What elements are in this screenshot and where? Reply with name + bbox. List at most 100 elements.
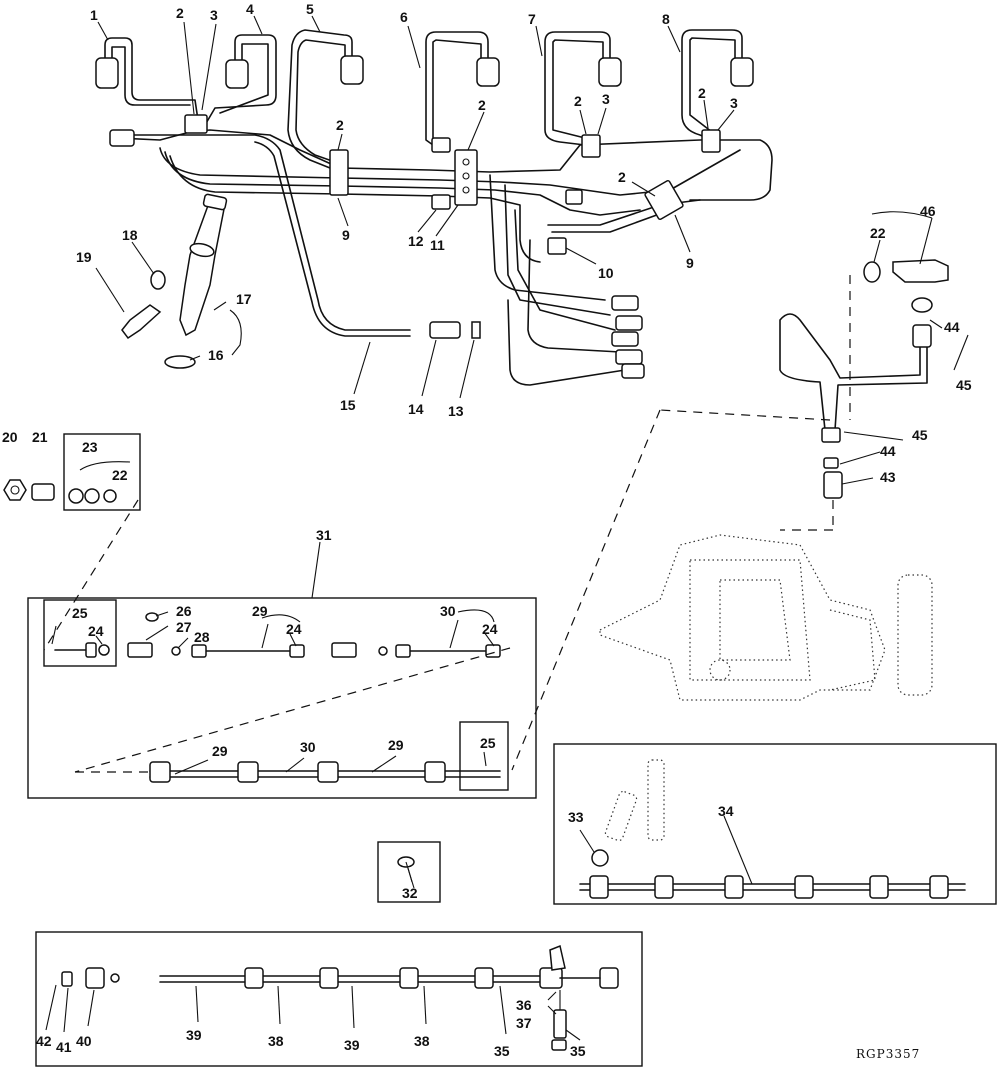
callout-23: 23 bbox=[82, 439, 98, 455]
callout-13: 13 bbox=[448, 403, 464, 419]
fitting-13 bbox=[471, 321, 481, 339]
washer-18 bbox=[150, 270, 166, 290]
callout-33: 33 bbox=[568, 809, 584, 825]
callout-28: 28 bbox=[194, 629, 210, 645]
callout-20: 20 bbox=[2, 429, 18, 445]
part-32-box bbox=[377, 841, 441, 903]
clamp-10 bbox=[547, 237, 567, 255]
part-32-group bbox=[377, 841, 441, 903]
callout-8: 8 bbox=[662, 11, 670, 27]
kit-34-group bbox=[553, 743, 997, 905]
callout-15: 15 bbox=[340, 397, 356, 413]
injection-line-7 bbox=[544, 31, 611, 146]
callout-3: 3 bbox=[602, 91, 610, 107]
callout-24: 24 bbox=[286, 621, 302, 637]
injection-line-8 bbox=[681, 29, 743, 141]
injection-line-15 bbox=[119, 134, 411, 331]
callout-21: 21 bbox=[32, 429, 48, 445]
injection-lines-group bbox=[95, 29, 773, 386]
callout-38: 38 bbox=[414, 1033, 430, 1049]
kit-31-group bbox=[27, 597, 537, 799]
callout-30: 30 bbox=[300, 739, 316, 755]
fuel-line-group bbox=[43, 259, 949, 773]
callout-3: 3 bbox=[730, 95, 738, 111]
callout-2: 2 bbox=[176, 5, 184, 21]
callout-9: 9 bbox=[686, 255, 694, 271]
kit-23-box bbox=[63, 433, 141, 511]
callout-22: 22 bbox=[870, 225, 886, 241]
nut-line-1 bbox=[95, 57, 119, 89]
callout-43: 43 bbox=[880, 469, 896, 485]
clamp-2-b bbox=[329, 149, 349, 196]
nut-line-4 bbox=[225, 59, 249, 89]
injection-line-5 bbox=[287, 29, 353, 171]
callout-2: 2 bbox=[478, 97, 486, 113]
kit-25-box-right bbox=[459, 721, 509, 791]
small-fittings-group bbox=[3, 433, 141, 511]
nut-20 bbox=[3, 479, 27, 501]
injection-pump bbox=[599, 534, 933, 701]
callout-32: 32 bbox=[402, 885, 418, 901]
clamp-9-right bbox=[644, 179, 684, 221]
banjo-46 bbox=[892, 259, 949, 283]
callout-2: 2 bbox=[698, 85, 706, 101]
leader-lines bbox=[45, 15, 969, 1041]
callout-2: 2 bbox=[618, 169, 626, 185]
callout-38: 38 bbox=[268, 1033, 284, 1049]
injector-group bbox=[121, 193, 242, 369]
kit-35-group bbox=[35, 931, 643, 1067]
callout-4: 4 bbox=[246, 1, 254, 17]
callout-11: 11 bbox=[430, 237, 445, 253]
callout-17: 17 bbox=[236, 291, 252, 307]
callout-29: 29 bbox=[252, 603, 268, 619]
callout-1: 1 bbox=[90, 7, 98, 23]
callout-31: 31 bbox=[316, 527, 332, 543]
fitting-43 bbox=[823, 471, 843, 499]
fitting-14 bbox=[429, 321, 461, 339]
callout-2: 2 bbox=[336, 117, 344, 133]
clamp-2-e bbox=[701, 129, 721, 153]
nut-line-7 bbox=[598, 57, 622, 87]
nut-line-5 bbox=[340, 55, 364, 85]
injection-line-6 bbox=[425, 31, 489, 151]
callout-45: 45 bbox=[956, 377, 972, 393]
callout-24: 24 bbox=[88, 623, 104, 639]
callout-25: 25 bbox=[72, 605, 88, 621]
injection-line-1 bbox=[104, 37, 199, 121]
callout-12: 12 bbox=[408, 233, 424, 249]
callout-labels: 1 2 3 4 5 6 7 8 2 2 2 3 2 3 2 9 12 11 10… bbox=[2, 1, 972, 1059]
callout-29: 29 bbox=[388, 737, 404, 753]
callout-25: 25 bbox=[480, 735, 496, 751]
callout-7: 7 bbox=[528, 11, 536, 27]
clamp-2-d bbox=[581, 134, 601, 158]
clamp-12 bbox=[431, 194, 451, 210]
washer-22-right bbox=[863, 261, 881, 283]
kit-34-box bbox=[553, 743, 997, 905]
kit-25-box-left bbox=[43, 599, 117, 667]
callout-24: 24 bbox=[482, 621, 498, 637]
fitting-21 bbox=[31, 483, 55, 501]
nut-line-6 bbox=[476, 57, 500, 87]
washer-16 bbox=[164, 355, 196, 369]
clamp-2-c bbox=[454, 149, 478, 206]
callout-10: 10 bbox=[598, 265, 614, 281]
callout-29: 29 bbox=[212, 743, 228, 759]
callout-36: 36 bbox=[516, 997, 532, 1013]
nut-line-8 bbox=[730, 57, 754, 87]
fuel-line-45 bbox=[779, 313, 921, 431]
callout-39: 39 bbox=[344, 1037, 360, 1053]
callout-2: 2 bbox=[574, 93, 582, 109]
callout-30: 30 bbox=[440, 603, 456, 619]
kit-31-box bbox=[27, 597, 537, 799]
callout-6: 6 bbox=[400, 9, 408, 25]
clamp-2-a bbox=[184, 114, 208, 134]
callout-45: 45 bbox=[912, 427, 928, 443]
callout-26: 26 bbox=[176, 603, 192, 619]
callout-35: 35 bbox=[494, 1043, 510, 1059]
callout-27: 27 bbox=[176, 619, 192, 635]
reference-code: RGP3357 bbox=[856, 1047, 920, 1061]
fitting-19 bbox=[121, 304, 162, 340]
callout-35: 35 bbox=[570, 1043, 586, 1059]
callout-22: 22 bbox=[112, 467, 128, 483]
